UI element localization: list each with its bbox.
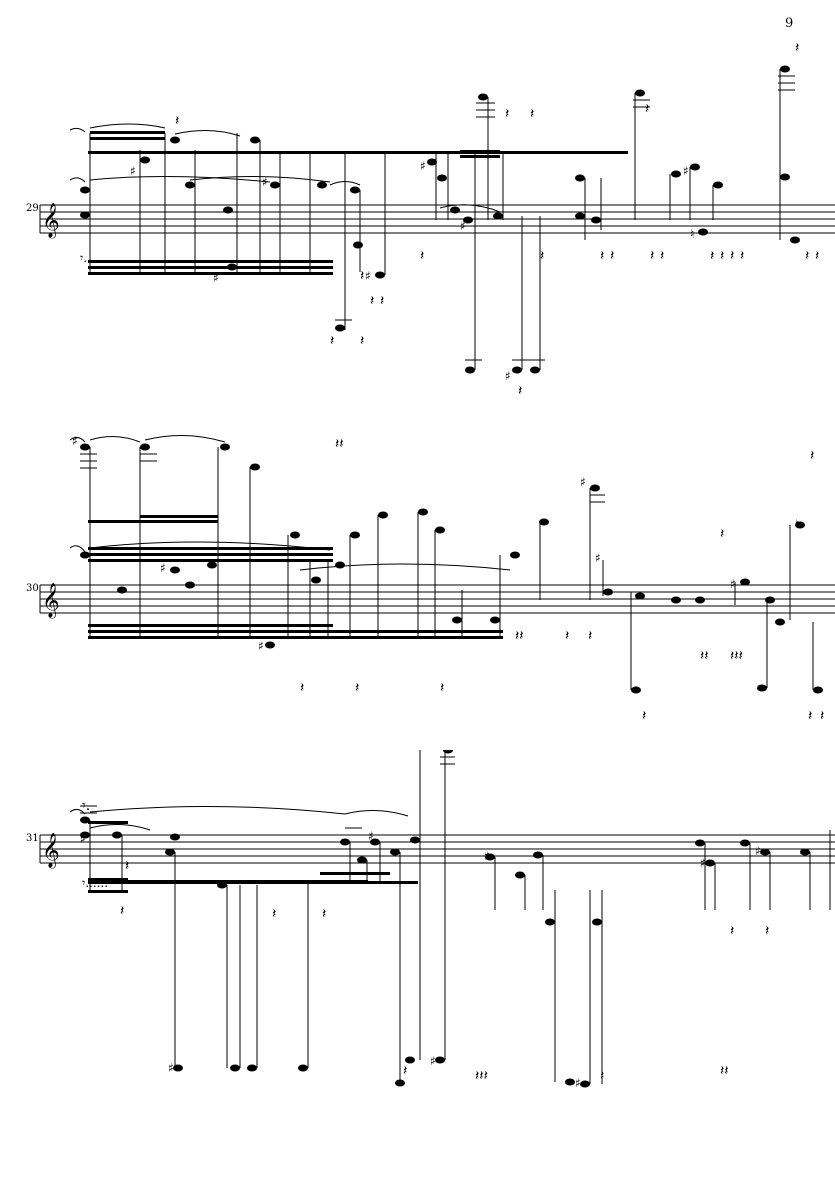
page-number: 9 [785,16,794,31]
svg-text:♯: ♯ [368,829,374,843]
svg-text:𝄽: 𝄽 [530,106,534,122]
svg-text:𝄽: 𝄽 [808,708,812,724]
svg-text:𝄽: 𝄽 [720,526,724,542]
svg-text:𝄽: 𝄽 [600,1068,604,1084]
staff-notation: 𝄞 [39,434,835,724]
svg-text:𝄽: 𝄽 [740,248,744,264]
svg-text:𝄽: 𝄽 [820,708,824,724]
svg-text:𝄽: 𝄽 [660,248,664,264]
svg-text:𝄽: 𝄽 [710,248,714,264]
svg-text:♯: ♯ [80,832,86,846]
svg-text:𝄽: 𝄽 [730,248,734,264]
svg-text:♯: ♯ [213,271,219,285]
svg-text:♯: ♯ [683,164,689,178]
svg-text:𝄽: 𝄽 [120,903,124,919]
svg-text:♯: ♯ [420,159,426,173]
svg-text:𝄽: 𝄽 [360,268,364,284]
svg-text:♮: ♮ [690,227,694,241]
svg-text:𝄽: 𝄽 [565,628,569,644]
svg-text:𝄽𝄽: 𝄽𝄽 [335,436,344,452]
svg-text:𝄽: 𝄽 [588,628,592,644]
svg-text:𝄽: 𝄽 [380,293,384,309]
svg-text:♯: ♯ [72,434,78,448]
svg-text:𝄽: 𝄽 [403,1063,407,1079]
svg-text:𝄽𝄽: 𝄽𝄽 [700,648,709,664]
svg-text:𝄽: 𝄽 [330,333,334,349]
svg-text:♯: ♯ [168,1061,174,1075]
svg-text:𝄽: 𝄽 [765,923,769,939]
treble-clef-icon: 𝄞 [42,203,60,239]
treble-clef-icon: 𝄞 [42,583,60,619]
svg-text:𝄽: 𝄽 [540,248,544,264]
svg-text:𝄽: 𝄽 [125,858,129,874]
svg-text:𝄽: 𝄽 [420,248,424,264]
svg-text:♯: ♯ [484,849,490,863]
svg-text:♯: ♯ [160,561,166,575]
staff-system: 30 𝄞 [0,420,835,740]
svg-text:♯: ♯ [258,639,264,653]
svg-text:𝄽: 𝄽 [175,113,179,129]
svg-text:♯: ♯ [262,175,268,189]
svg-text:𝄽: 𝄽 [815,248,819,264]
svg-text:𝄽: 𝄽 [730,923,734,939]
svg-text:𝄽: 𝄽 [370,293,374,309]
svg-text:𝄽𝄽: 𝄽𝄽 [720,1063,729,1079]
svg-text:𝄽𝄽𝄽: 𝄽𝄽𝄽 [475,1068,488,1084]
svg-text:♯: ♯ [505,369,511,383]
svg-text:𝄽: 𝄽 [810,448,814,464]
svg-text:♯: ♯ [700,856,706,870]
svg-text:♯: ♯ [575,1076,581,1090]
svg-text:♯: ♯ [130,164,136,178]
svg-text:𝄽: 𝄽 [440,680,444,696]
svg-text:𝄽: 𝄽 [505,106,509,122]
svg-text:♯: ♯ [365,269,371,283]
svg-text:𝄽: 𝄽 [272,906,276,922]
svg-text:♯: ♯ [755,844,761,858]
svg-text:𝄽: 𝄽 [610,248,614,264]
svg-text:𝄾..: 𝄾.. [80,251,91,265]
svg-text:𝄽: 𝄽 [518,383,522,399]
svg-text:𝄽: 𝄽 [322,906,326,922]
staff-system: 31 𝄞 [0,746,835,1130]
svg-text:𝄽: 𝄽 [642,708,646,724]
svg-text:𝄾......: 𝄾...... [82,876,108,890]
measure-number: 31 [26,833,39,844]
treble-clef-icon: 𝄞 [42,833,60,869]
svg-text:𝄽: 𝄽 [645,101,649,117]
staff-notation: 𝄞 [39,746,835,1090]
svg-text:𝄽: 𝄽 [360,333,364,349]
svg-text:♯: ♯ [430,1054,436,1068]
svg-text:𝄽: 𝄽 [720,248,724,264]
svg-text:𝄽: 𝄽 [300,680,304,696]
svg-text:♯: ♯ [730,577,736,591]
svg-text:♯: ♯ [595,551,601,565]
svg-text:𝄽: 𝄽 [805,248,809,264]
svg-text:𝄾.: 𝄾. [82,798,90,814]
svg-text:𝄽: 𝄽 [650,248,654,264]
svg-text:♯: ♯ [460,219,466,233]
svg-text:𝄽𝄽𝄽: 𝄽𝄽𝄽 [730,648,743,664]
svg-text:♮: ♮ [795,517,799,531]
svg-text:𝄽𝄽: 𝄽𝄽 [515,628,524,644]
staff-system: 29 𝄞 [0,40,835,420]
svg-text:𝄽: 𝄽 [600,248,604,264]
staff-notation: 𝄞 [39,40,835,399]
svg-text:𝄽: 𝄽 [355,680,359,696]
measure-number: 30 [26,583,39,594]
measure-number: 29 [26,203,39,214]
svg-text:♯: ♯ [580,475,586,489]
svg-text:𝄽: 𝄽 [795,40,799,56]
